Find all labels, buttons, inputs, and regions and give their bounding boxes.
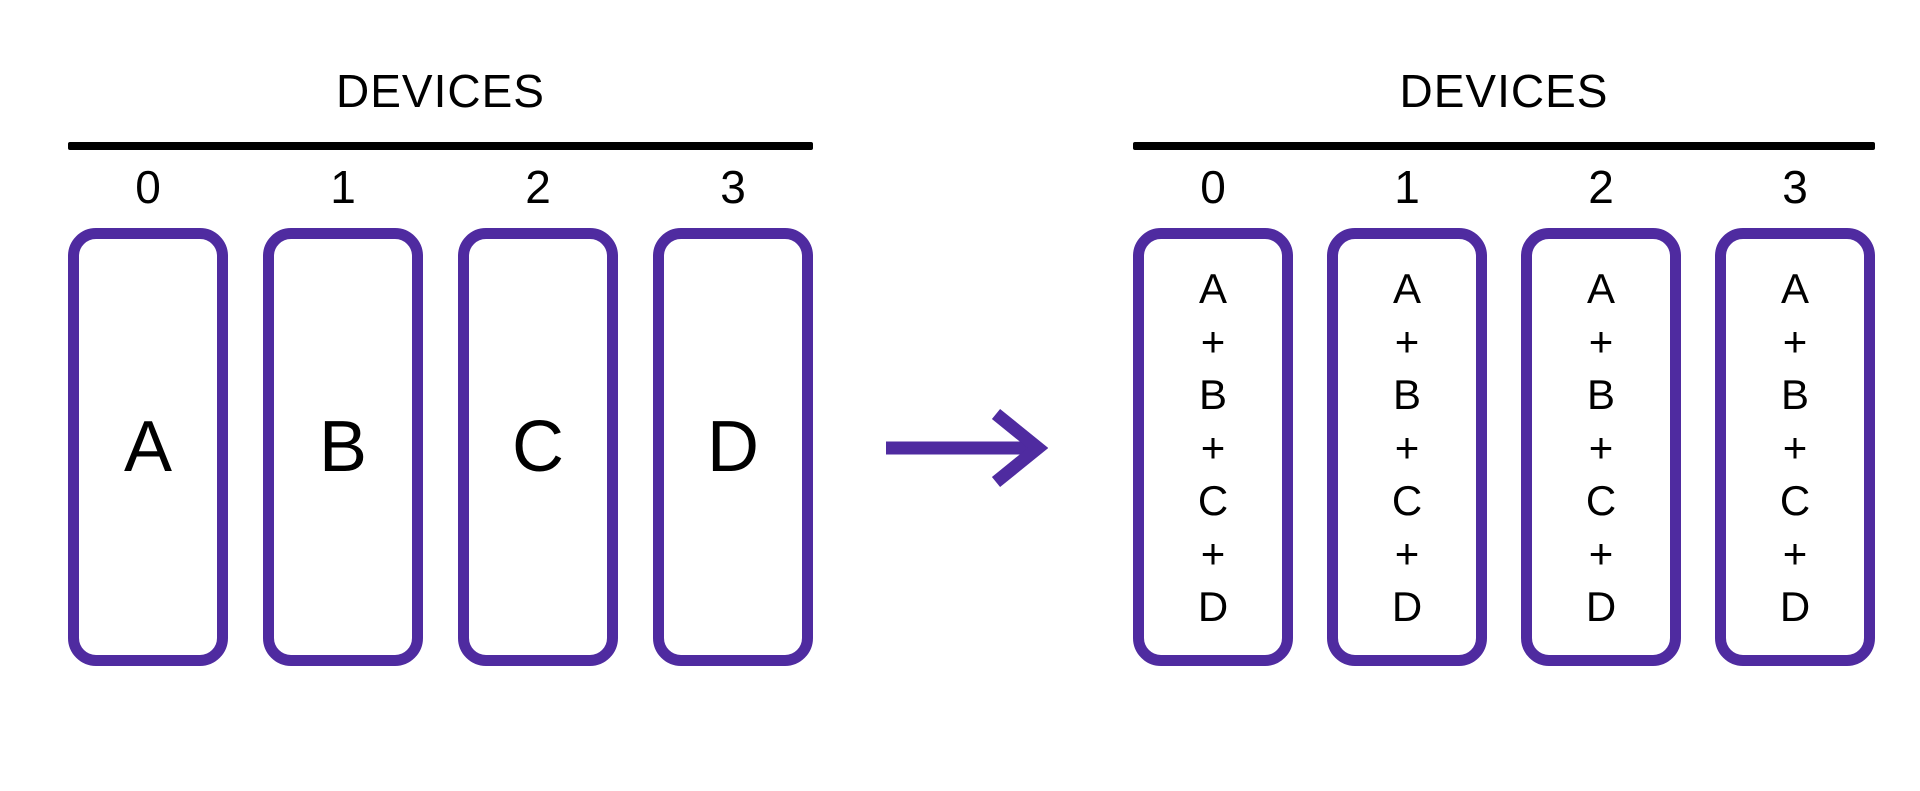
- right-arrow-icon: [886, 408, 1048, 488]
- device-id-label-2: 2: [525, 161, 551, 213]
- panel-title: DEVICES: [1399, 65, 1609, 117]
- devices-panel-after: DEVICES 0 1 2 3 A + B + C + D A + B + C …: [1133, 0, 1875, 666]
- device-id-label-2: 2: [1588, 161, 1614, 213]
- device-data: A + B + C + D: [1585, 264, 1617, 630]
- device-box-1: B: [263, 228, 423, 666]
- device-data: D: [707, 407, 759, 487]
- device-id-label-3: 3: [720, 161, 746, 213]
- device-data: A + B + C + D: [1197, 264, 1229, 630]
- device-data: A + B + C + D: [1391, 264, 1423, 630]
- device-id-row: 0 1 2 3: [68, 164, 813, 210]
- device-box-0: A + B + C + D: [1133, 228, 1293, 666]
- device-box-1: A + B + C + D: [1327, 228, 1487, 666]
- device-box-row: A + B + C + D A + B + C + D A + B + C + …: [1133, 228, 1875, 666]
- panel-title: DEVICES: [336, 65, 545, 117]
- devices-rule: [1133, 142, 1875, 150]
- device-id-label-0: 0: [1200, 161, 1226, 213]
- device-box-2: C: [458, 228, 618, 666]
- device-box-0: A: [68, 228, 228, 666]
- device-id-label-1: 1: [1394, 161, 1420, 213]
- device-data: A + B + C + D: [1779, 264, 1811, 630]
- device-box-2: A + B + C + D: [1521, 228, 1681, 666]
- device-data: B: [318, 407, 368, 487]
- devices-rule: [68, 142, 813, 150]
- device-box-3: A + B + C + D: [1715, 228, 1875, 666]
- device-data: A: [123, 407, 173, 487]
- device-id-label-1: 1: [330, 161, 356, 213]
- device-id-label-0: 0: [135, 161, 161, 213]
- device-id-label-3: 3: [1782, 161, 1808, 213]
- device-box-row: A B C D: [68, 228, 813, 666]
- device-box-3: D: [653, 228, 813, 666]
- device-id-row: 0 1 2 3: [1133, 164, 1875, 210]
- devices-panel-before: DEVICES 0 1 2 3 A B C D: [68, 0, 813, 666]
- device-data: C: [512, 407, 564, 487]
